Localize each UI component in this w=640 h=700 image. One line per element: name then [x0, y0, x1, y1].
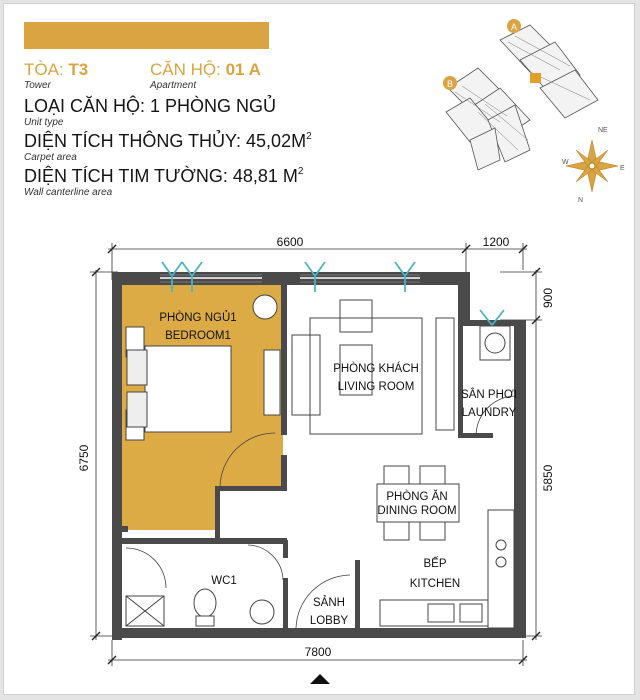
compass-west-label: W: [562, 159, 569, 166]
wc-label: WC1: [211, 575, 237, 587]
living-furniture: [291, 299, 455, 435]
unit-type-sub: Unit type: [24, 117, 64, 128]
wc-door-swing: [247, 544, 284, 581]
key-plan-highlight: [530, 73, 541, 83]
header-accent-bar: [24, 22, 269, 49]
apartment-sub: Apartment: [150, 80, 197, 91]
living-label-vn: PHÒNG KHÁCH: [333, 362, 419, 375]
compass-east-label: E: [620, 165, 625, 172]
tower-label: TÒA: T3: [24, 60, 89, 79]
carpet-area-sub: Carpet area: [24, 152, 77, 163]
dim-top-right: 1200: [483, 235, 510, 249]
dimension-lines: [90, 243, 542, 666]
bedroom-label-en: BEDROOM1: [165, 330, 231, 342]
dining-label-vn: PHÒNG ĂN: [386, 490, 447, 503]
dim-right-top: 900: [541, 288, 555, 308]
kitchen-label-en: KITCHEN: [410, 578, 460, 590]
bedroom-furniture: [125, 294, 281, 441]
apartment-value: 01 A: [225, 60, 261, 79]
wc-shower-door: [125, 547, 167, 589]
laundry-label-vn: SÂN PHƠI: [461, 388, 517, 401]
dining-furniture: [376, 465, 460, 541]
wall-area-sub: Wall canterline area: [24, 187, 113, 198]
laundry-label-en: LAUNDRY: [462, 407, 517, 419]
compass-north-label: N: [578, 197, 583, 204]
block-b-marker: [443, 76, 457, 90]
tower-value: T3: [68, 60, 89, 79]
dim-bottom: 7800: [305, 645, 332, 659]
carpet-area-title: DIỆN TÍCH THÔNG THỦY: 45,02M2: [24, 131, 312, 151]
compass-ne-label: NE: [598, 127, 608, 134]
wall-area-title: DIỆN TÍCH TIM TƯỜNG: 48,81 M2: [24, 166, 304, 186]
key-plan: A B: [443, 19, 599, 171]
dim-top-left: 6600: [277, 235, 304, 249]
block-a-label: A: [511, 22, 517, 32]
entrance-arrow-icon: [310, 674, 330, 684]
tower-sub: Tower: [24, 80, 51, 91]
lobby-label-en: LOBBY: [310, 615, 349, 627]
dim-right-main: 5850: [541, 464, 555, 491]
bedroom-door-swing: [219, 432, 276, 489]
laundry-door-swing: [475, 395, 517, 437]
entry-door-swing: [295, 574, 351, 629]
unit-type-title: LOẠI CĂN HỘ: 1 PHÒNG NGỦ: [24, 96, 277, 116]
living-label-en: LIVING ROOM: [338, 381, 415, 393]
kitchen-label-vn: BẾP: [423, 557, 446, 570]
compass-rose: NE W E N: [562, 127, 625, 204]
block-a-marker: [507, 19, 521, 33]
apartment-label: CĂN HỘ: 01 A: [150, 60, 261, 79]
lobby-label-vn: SẢNH: [313, 596, 345, 609]
dining-label-en: DINING ROOM: [377, 505, 456, 517]
bedroom-label-vn: PHÒNG NGỦ1: [159, 311, 236, 324]
laundry-fixtures: [479, 325, 511, 361]
dimension-ticks: [91, 244, 541, 665]
wc-fixtures: [125, 588, 275, 627]
block-b-label: B: [447, 79, 453, 89]
dim-left-main: 6750: [77, 444, 91, 471]
kitchen-counter: [379, 509, 515, 629]
window-frames: [160, 274, 420, 283]
